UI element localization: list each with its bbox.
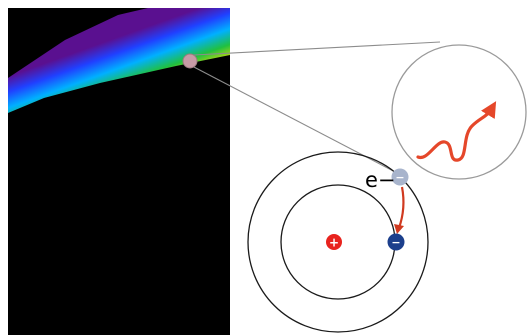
photon-wave-icon bbox=[416, 101, 497, 162]
electron-excited-sign: − bbox=[395, 171, 404, 184]
transition-arrow-icon bbox=[397, 186, 405, 229]
transition-arrowhead bbox=[394, 224, 404, 234]
nucleus-sign: + bbox=[329, 236, 339, 250]
electron-ground-sign: − bbox=[391, 236, 400, 249]
callout-line-top bbox=[193, 41, 441, 56]
electron-label: e− bbox=[365, 168, 396, 192]
electron-ground bbox=[387, 233, 405, 251]
spectrum-beam bbox=[8, 8, 230, 113]
magnifier-circle bbox=[391, 44, 527, 180]
outer-orbit bbox=[247, 151, 429, 333]
emission-point bbox=[182, 53, 198, 69]
nucleus bbox=[326, 234, 342, 250]
electron-excited bbox=[391, 168, 409, 186]
